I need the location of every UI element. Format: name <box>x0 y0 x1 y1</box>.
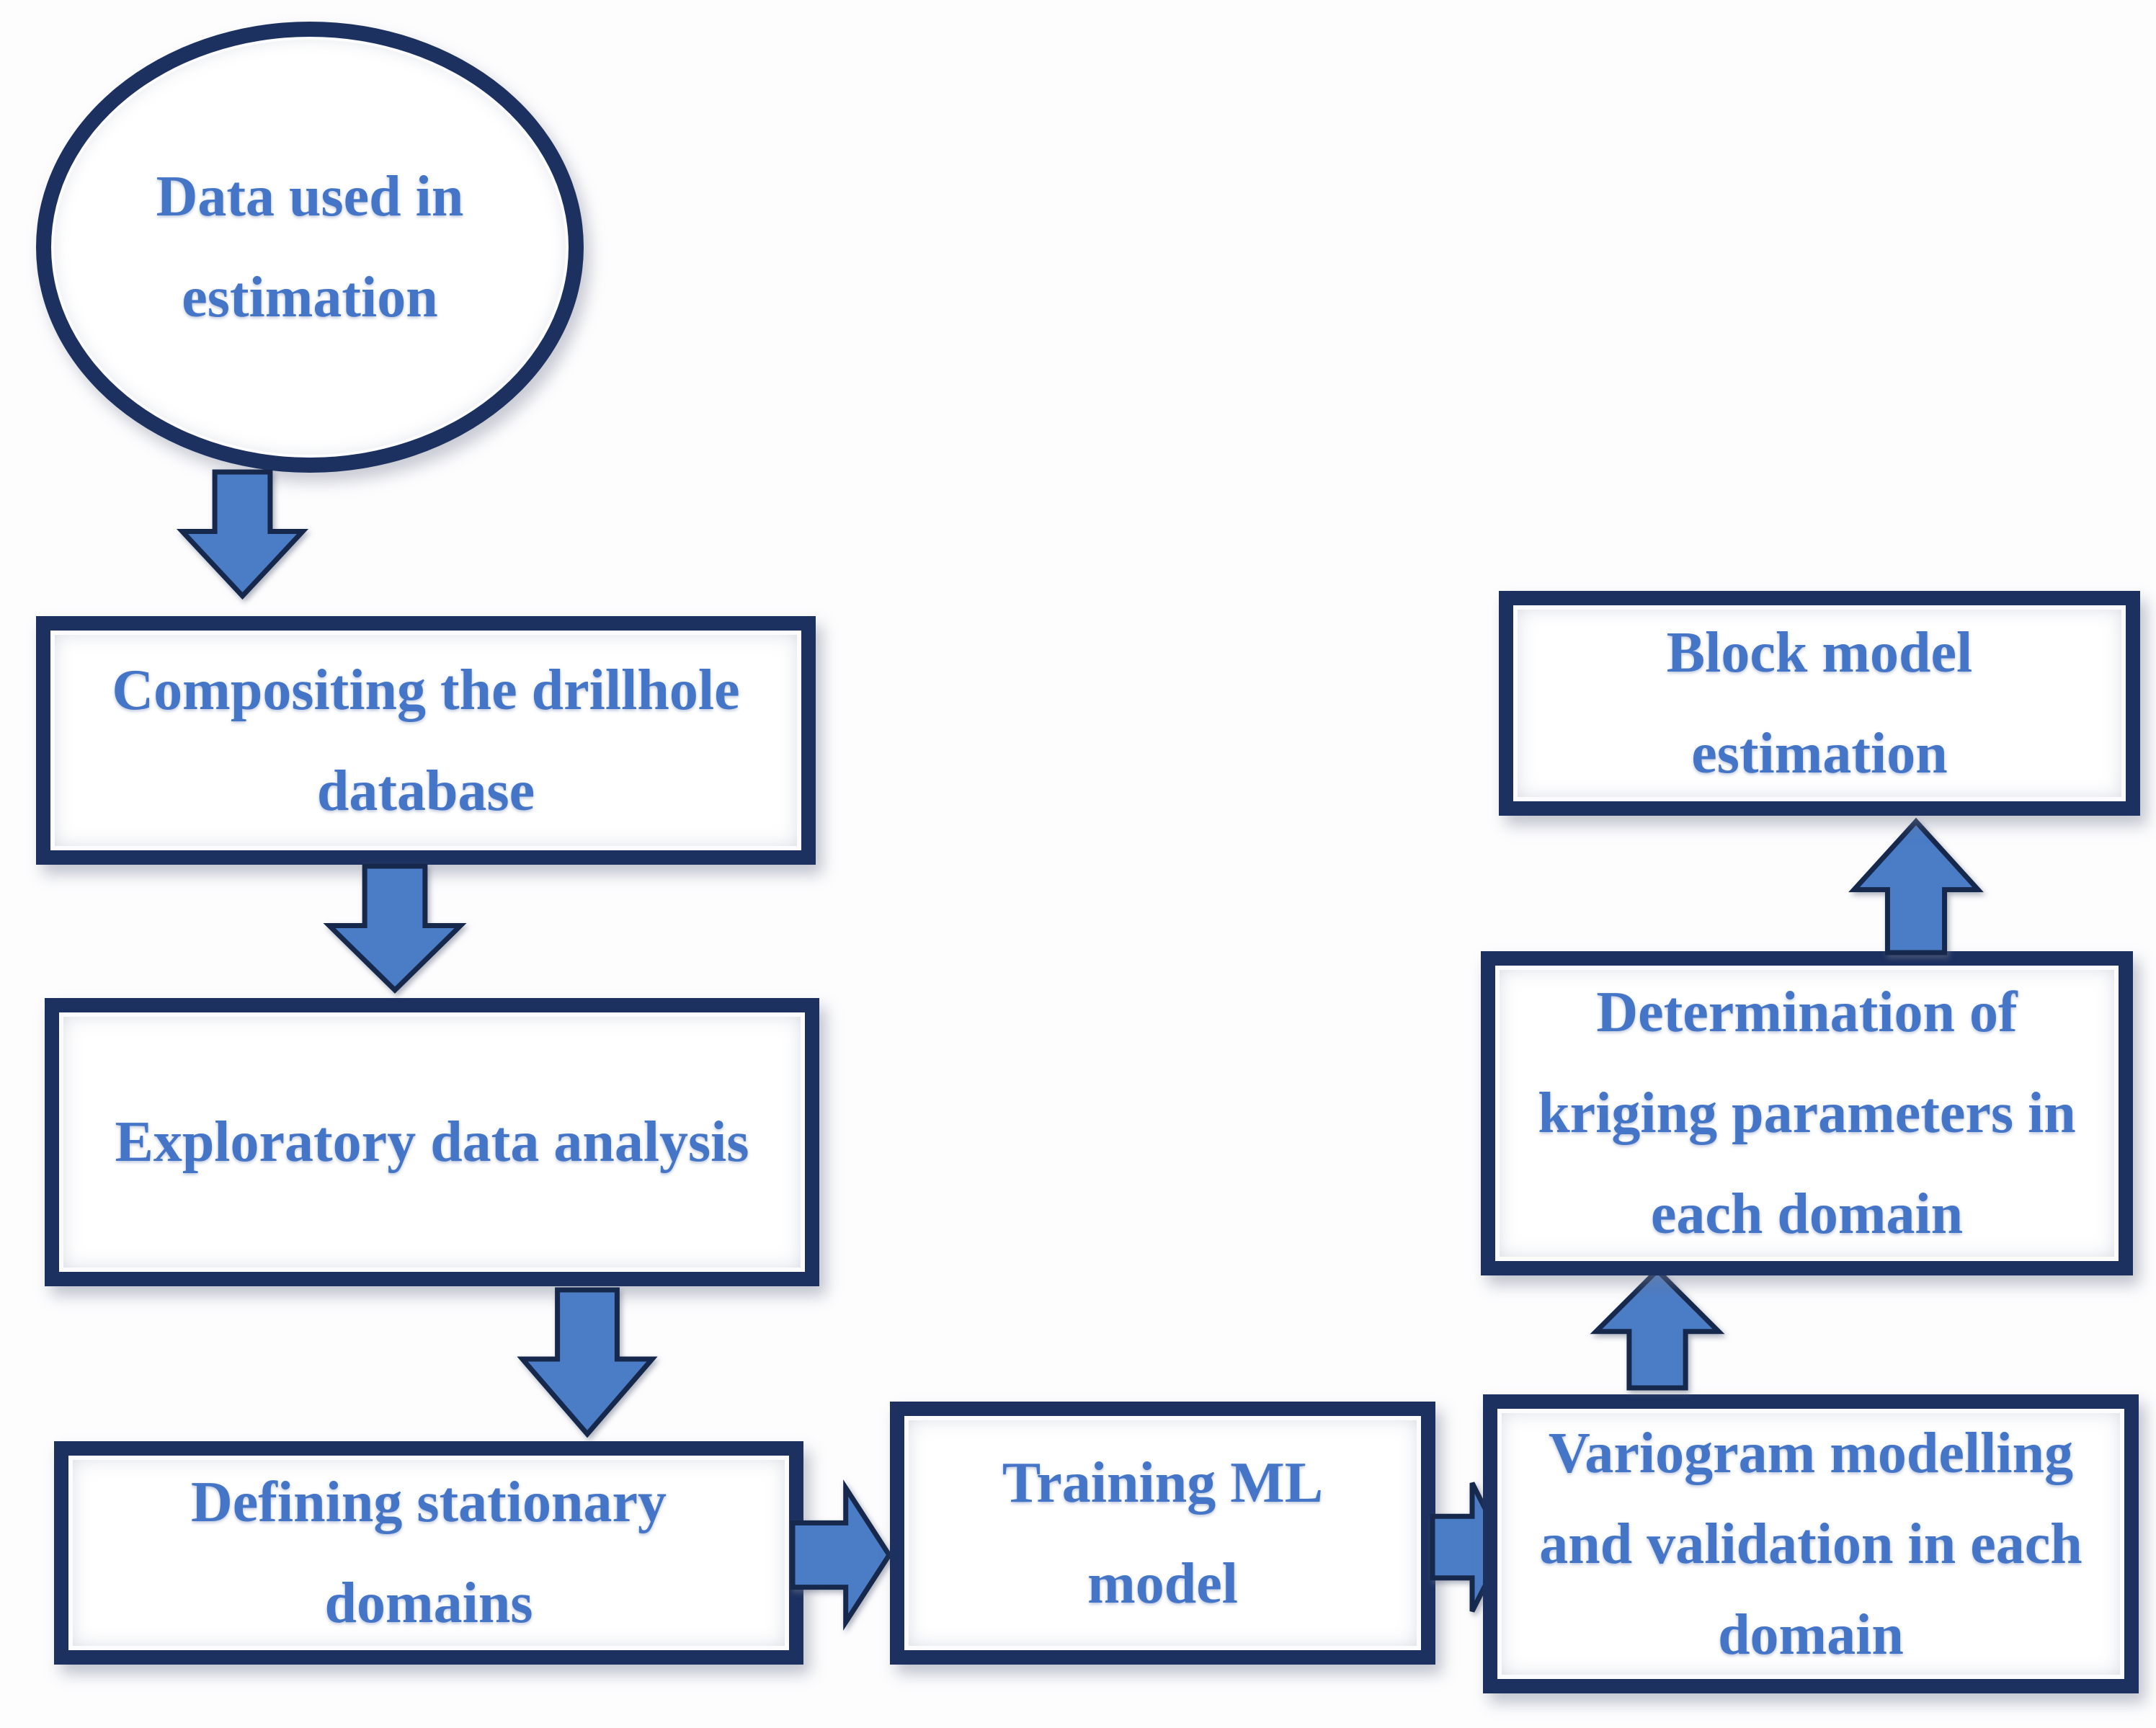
node-text-line: Determination of <box>1596 981 2018 1044</box>
node-text-line: Training ML <box>1002 1451 1324 1515</box>
node-text-line: estimation <box>1691 722 1948 785</box>
node-text-line: Compositing the drillhole <box>112 658 740 722</box>
node-text-line: Defining stationary <box>191 1471 667 1534</box>
node-compositing-drillhole-database: Compositing the drillhole database <box>36 616 816 865</box>
node-text-line: and validation in each <box>1539 1512 2082 1576</box>
flow-arrow-down-icon <box>182 472 303 596</box>
node-text-line: database <box>316 759 535 823</box>
node-exploratory-data-analysis: Exploratory data analysis <box>45 998 819 1286</box>
flow-arrow-right-icon <box>793 1488 889 1622</box>
node-training-ml-model: Training ML model <box>890 1402 1435 1665</box>
flow-arrow-down-icon <box>522 1290 652 1434</box>
flow-arrow-down-icon <box>329 866 460 990</box>
node-determination-kriging-parameters: Determination of kriging parameters in e… <box>1481 951 2133 1275</box>
node-text-line: Exploratory data analysis <box>115 1110 749 1174</box>
node-text-line: Variogram modelling <box>1548 1421 2074 1485</box>
node-text-line: estimation <box>182 266 438 329</box>
node-variogram-modelling-validation: Variogram modelling and validation in ea… <box>1483 1394 2139 1693</box>
node-text-line: each domain <box>1650 1183 1964 1246</box>
node-text-line: Block model <box>1666 621 1973 685</box>
node-text-line: model <box>1087 1551 1238 1616</box>
node-data-used-in-estimation: Data used in estimation <box>36 22 584 473</box>
node-defining-stationary-domains: Defining stationary domains <box>54 1441 803 1665</box>
node-text-line: Data used in <box>156 165 464 228</box>
node-block-model-estimation: Block model estimation <box>1499 591 2140 816</box>
node-text-line: domain <box>1718 1603 1904 1667</box>
flow-arrow-up-icon <box>1854 821 1978 953</box>
node-text-line: domains <box>324 1572 533 1635</box>
node-text-line: kriging parameters in <box>1538 1082 2076 1145</box>
flow-arrow-up-icon <box>1596 1270 1719 1388</box>
